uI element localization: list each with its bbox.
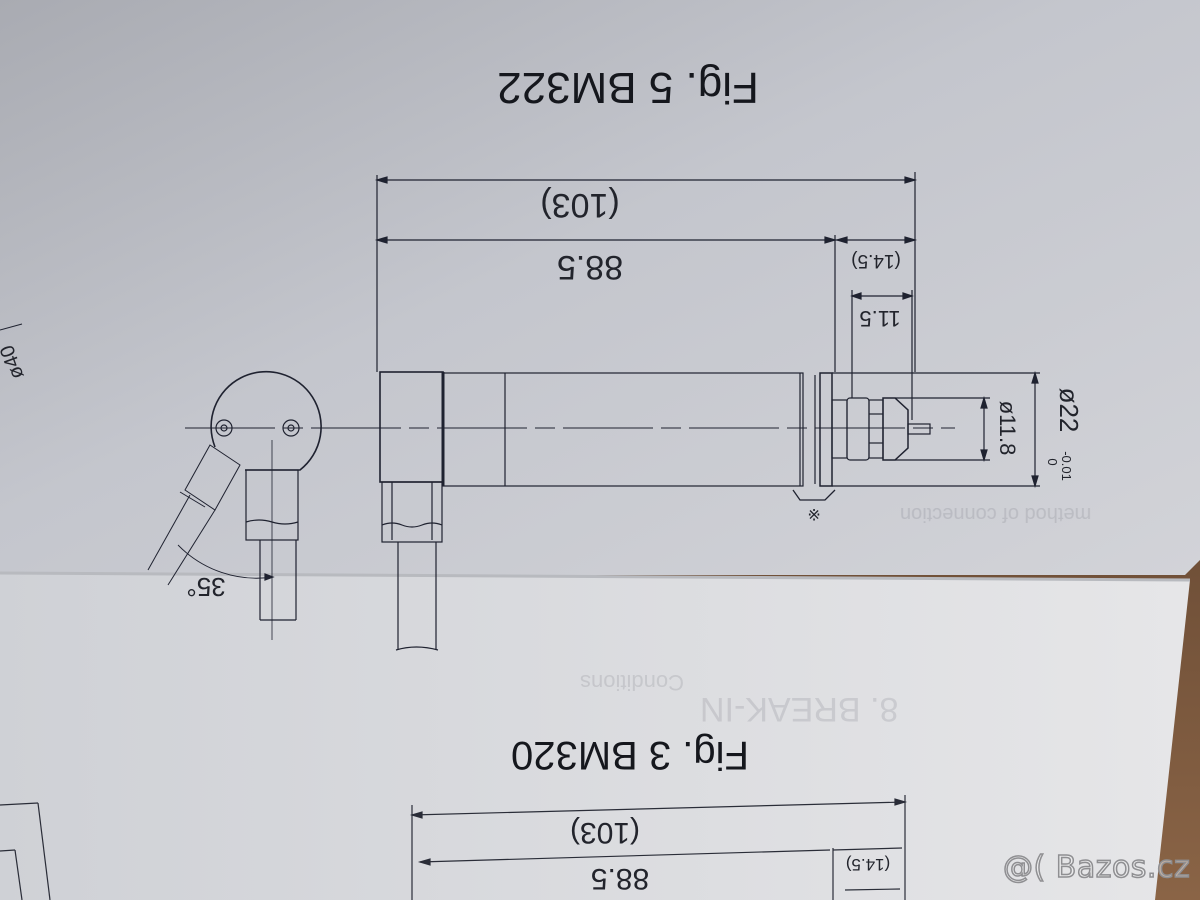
bazos-watermark: @( Bazos.cz: [1002, 849, 1191, 886]
fig3-overall-length: (103): [570, 816, 640, 849]
svg-text:method of connection: method of connection: [900, 503, 1091, 525]
paper-upper-sheet: [0, 0, 1200, 575]
paper-fold-line: [0, 571, 1191, 582]
fig5-tip-inner-length: 11.5: [859, 306, 900, 331]
fig5-caption: Fig. 5 BM322: [497, 63, 759, 112]
fig3-body-length: 88.5: [591, 862, 649, 895]
fig5-note-mark: ※: [807, 505, 820, 522]
fig5-outer-diameter: ø22: [1054, 388, 1084, 433]
fig5-overall-length: (103): [540, 186, 619, 224]
fig5-outer-diameter-tol-upper: 0: [1045, 458, 1060, 465]
fig3-caption: Fig. 3 BM320: [511, 733, 749, 777]
paper-lower-sheet: [0, 572, 1190, 900]
fig5-body-length: 88.5: [557, 248, 623, 286]
fig5-tip-length: (14.5): [851, 250, 901, 271]
show-through-text: 8. BREAK-IN Conditions method of connect…: [580, 503, 1091, 728]
fig3-tip-length: (14.5): [846, 855, 890, 874]
fig5-outer-diameter-tol-lower: -0.01: [1059, 451, 1074, 481]
partial-left-leader-line: [0, 323, 23, 331]
fig3-drawing: [0, 795, 908, 900]
svg-text:Conditions: Conditions: [580, 670, 684, 695]
svg-text:8. BREAK-IN: 8. BREAK-IN: [700, 690, 898, 728]
fig5-drawing: [147, 172, 1040, 651]
fig5-tip-diameter: ø11.8: [995, 401, 1020, 456]
fig5-cable-angle: 35°: [186, 572, 225, 602]
